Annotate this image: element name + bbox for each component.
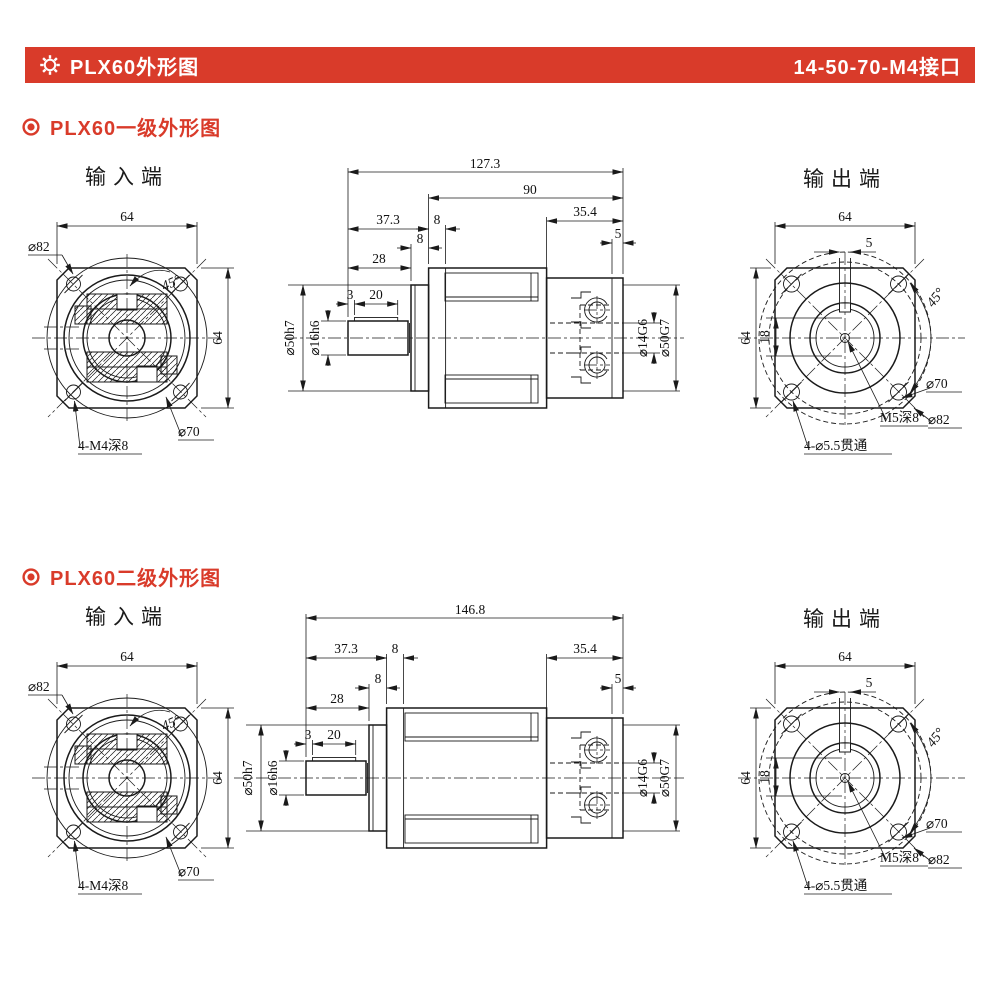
dim-shaft-len: 28: [330, 691, 344, 706]
dim-key-w: 5: [866, 235, 873, 250]
dim-shaft-dia: ⌀16h6: [265, 760, 280, 795]
dim-screw-note: 4-⌀5.5贯通: [804, 438, 868, 453]
dim-outer-dia: ⌀82: [928, 852, 950, 867]
view-title: 输出端: [803, 167, 887, 191]
dim-plate-b: 8: [417, 231, 424, 246]
dim-recess-dia: ⌀50G7: [657, 319, 672, 357]
section1-heading: PLX60一级外形图: [22, 112, 221, 141]
dim-pitch-dia: ⌀70: [926, 376, 948, 391]
dim-tap-note: M5深8: [880, 410, 919, 425]
dim-plate-b: 8: [375, 671, 382, 686]
dim-plate-a: 8: [434, 212, 441, 227]
dim-hub: 18: [757, 330, 772, 344]
dim-tap-note: M5深8: [880, 850, 919, 865]
dim-height: 64: [738, 771, 753, 785]
dim-screw-note: 4-M4深8: [78, 438, 128, 453]
dim-total: 146.8: [455, 602, 486, 617]
dim-recess-dia: ⌀50G7: [657, 759, 672, 797]
dim-screw-note: 4-M4深8: [78, 878, 128, 893]
dim-outer-dia: ⌀82: [28, 239, 50, 254]
stage2-output-end-view: 输出端 64 5 45° 64 18 ⌀70 ⌀82: [738, 607, 965, 895]
dim-key-w: 5: [866, 675, 873, 690]
dim-body: 90: [523, 182, 537, 197]
stage1-input-end-view: 输入端 64 45° 64 ⌀82: [28, 165, 234, 455]
dim-height: 64: [210, 771, 225, 785]
dim-pilot-dia: ⌀50h7: [282, 320, 297, 355]
dim-output-len: 35.4: [573, 641, 597, 656]
dimensions: 64 5 45° 64 18 ⌀70 ⌀82 M5深8 4-⌀5.5贯通: [738, 649, 962, 895]
interface-spec: 14-50-70-M4接口: [793, 56, 961, 79]
dim-bore-dia: ⌀14G6: [635, 759, 650, 797]
section1-title: PLX60一级外形图: [50, 118, 222, 140]
drawing-geometry: [32, 694, 222, 864]
dim-angle: 45°: [924, 285, 948, 310]
screw-detail: [571, 731, 610, 824]
screw-detail: [571, 291, 610, 384]
dim-lip: 5: [615, 226, 622, 241]
dim-width: 64: [838, 649, 852, 664]
dimensions: 64 45° 64 ⌀82 4-M4深8 ⌀70: [28, 649, 234, 895]
section2-heading: PLX60二级外形图: [22, 562, 221, 591]
dim-plate-a: 8: [392, 641, 399, 656]
dim-angle: 45°: [160, 273, 184, 295]
dim-width: 64: [120, 209, 134, 224]
dim-key-start: 3: [347, 287, 354, 302]
dim-input-len: 37.3: [376, 212, 400, 227]
dim-height: 64: [210, 331, 225, 345]
dim-pilot-dia: ⌀50h7: [240, 760, 255, 795]
dimensions: 64 5 45° 64 18 ⌀70 ⌀82 M5深8 4-⌀5.5贯通: [738, 209, 962, 455]
dim-output-len: 35.4: [573, 204, 597, 219]
page-title: PLX60外形图: [70, 56, 200, 79]
dimensions: 146.8 37.3 8 8 28 3 20 35.4 5 ⌀50h7 ⌀16h…: [240, 602, 680, 832]
dim-shaft-dia: ⌀16h6: [307, 320, 322, 355]
dim-hub: 18: [757, 770, 772, 784]
dim-input-len: 37.3: [334, 641, 358, 656]
drawing-geometry: [284, 267, 684, 409]
stage1-output-end-view: 输出端 64 5 45° 64 18 ⌀70 ⌀82: [738, 167, 965, 455]
view-title: 输出端: [803, 607, 887, 631]
dim-outer-dia: ⌀82: [928, 412, 950, 427]
stage1-side-view: 127.3 90 37.3 8 8 28 3 20 35.4 5 ⌀50h7 ⌀…: [282, 156, 684, 409]
gear-icon: [40, 55, 60, 75]
dimensions: 127.3 90 37.3 8 8 28 3 20 35.4 5 ⌀50h7 ⌀…: [282, 156, 680, 392]
dim-width: 64: [120, 649, 134, 664]
dim-pitch-dia: ⌀70: [178, 864, 200, 879]
dim-key-start: 3: [305, 727, 312, 742]
dim-pitch-dia: ⌀70: [926, 816, 948, 831]
dimensions: 64 45° 64 ⌀82 4-M4深8 ⌀70: [28, 209, 234, 455]
dim-pitch-dia: ⌀70: [178, 424, 200, 439]
dim-lip: 5: [615, 671, 622, 686]
dim-screw-note: 4-⌀5.5贯通: [804, 878, 868, 893]
bullseye-icon: [22, 567, 40, 586]
dim-angle: 45°: [924, 725, 948, 750]
dim-height: 64: [738, 331, 753, 345]
section2-title: PLX60二级外形图: [50, 568, 222, 590]
bullseye-icon: [22, 117, 40, 136]
dim-key-len: 20: [327, 727, 341, 742]
header-bar: PLX60外形图 14-50-70-M4接口: [25, 47, 975, 83]
drawing-geometry: [32, 254, 222, 424]
dim-angle: 45°: [160, 713, 184, 735]
stage2-side-view: 146.8 37.3 8 8 28 3 20 35.4 5 ⌀50h7 ⌀16h…: [234, 602, 684, 849]
dim-key-len: 20: [369, 287, 383, 302]
dim-shaft-len: 28: [372, 251, 386, 266]
view-title: 输入端: [85, 165, 169, 189]
view-title: 输入端: [85, 605, 169, 629]
dim-width: 64: [838, 209, 852, 224]
dim-outer-dia: ⌀82: [28, 679, 50, 694]
drawing-geometry: [234, 707, 684, 849]
stage2-input-end-view: 输入端 64 45° 64 ⌀82: [28, 605, 234, 895]
dim-bore-dia: ⌀14G6: [635, 319, 650, 357]
dim-total: 127.3: [470, 156, 501, 171]
